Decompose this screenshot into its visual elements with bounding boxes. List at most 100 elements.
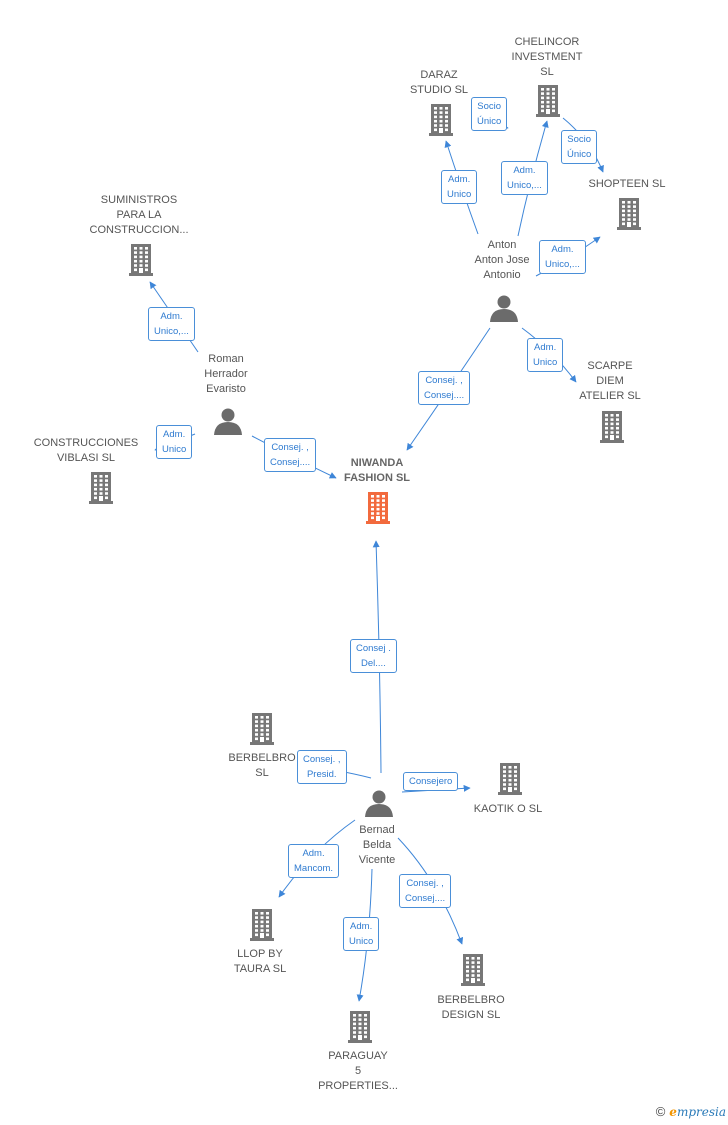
node-label-line: FASHION SL xyxy=(343,472,411,484)
node-label-line: Anton xyxy=(487,239,517,251)
building-icon-paraguay[interactable] xyxy=(348,1011,372,1043)
copyright-symbol: © xyxy=(655,1104,666,1119)
node-label-line: PROPERTIES... xyxy=(318,1080,398,1092)
node-label-construcciones[interactable]: CONSTRUCCIONES VIBLASI SL xyxy=(34,436,139,466)
node-label-line: Antonio xyxy=(483,269,521,281)
edge-label-bernad-to-kaotik[interactable]: Consejero xyxy=(403,772,459,791)
edge-label-line: Socio xyxy=(477,101,502,112)
building-icon-chelincor[interactable] xyxy=(536,85,560,117)
person-icon-roman[interactable] xyxy=(214,408,242,436)
edge-label-roman-to-niwanda[interactable]: Consej. , Consej.... xyxy=(264,438,317,472)
node-label-line: NIWANDA xyxy=(350,457,404,469)
node-label-line: Belda xyxy=(362,839,392,851)
edge-label-line: Consej . xyxy=(356,643,391,654)
building-icon-niwanda[interactable] xyxy=(366,492,390,524)
edge-label-bernad-to-berbelbro_design[interactable]: Consej. , Consej.... xyxy=(399,874,452,908)
building-icon-scarpe[interactable] xyxy=(600,411,624,443)
edge-label-line: Unico,... xyxy=(507,180,542,191)
node-label-niwanda[interactable]: NIWANDA FASHION SL xyxy=(344,456,410,486)
node-label-line: DESIGN SL xyxy=(441,1009,501,1021)
node-label-line: CHELINCOR xyxy=(514,36,580,48)
building-icon-shopteen[interactable] xyxy=(617,198,641,230)
edge-label-line: Consej.... xyxy=(424,390,465,401)
edge-label-line: Consej.... xyxy=(405,893,446,904)
node-label-line: SL xyxy=(255,767,269,779)
node-label-shopteen[interactable]: SHOPTEEN SL xyxy=(588,177,665,192)
building-icon-daraz[interactable] xyxy=(429,104,453,136)
edge-label-anton-to-niwanda[interactable]: Consej. , Consej.... xyxy=(418,371,471,405)
edge-label-bernad-to-paraguay[interactable]: Adm. Unico xyxy=(343,917,380,951)
building-icon-berbelbro[interactable] xyxy=(250,713,274,745)
edge-label-roman-to-suministros[interactable]: Adm. Unico,... xyxy=(148,307,195,341)
building-icon-berbelbro_design[interactable] xyxy=(461,954,485,986)
edge-label-line: Consej. , xyxy=(303,754,341,765)
edge-label-line: Unico,... xyxy=(545,259,580,270)
brand-logo[interactable]: empresia xyxy=(669,1104,726,1119)
edge-label-line: Socio xyxy=(567,134,592,145)
edge-label-roman-to-construcciones[interactable]: Adm.Unico xyxy=(156,425,193,459)
edge-label-anton-to-scarpe[interactable]: Adm.Unico xyxy=(527,338,564,372)
edge-label-line: Unico xyxy=(162,444,187,455)
node-label-line: PARAGUAY xyxy=(328,1050,388,1062)
building-icon-kaotik[interactable] xyxy=(498,763,522,795)
edge-label-line: Adm. xyxy=(160,311,183,322)
node-label-line: SUMINISTROS xyxy=(100,194,178,206)
edge-label-anton-to-chelincor[interactable]: Adm. Unico,... xyxy=(501,161,548,195)
edge-label-line: Consej. , xyxy=(406,878,444,889)
node-label-line: Roman xyxy=(208,353,244,365)
person-icon-bernad[interactable] xyxy=(365,790,393,818)
node-label-line: VIBLASI SL xyxy=(56,452,116,464)
node-label-line: ATELIER SL xyxy=(579,390,641,402)
node-label-line: PARA LA xyxy=(116,209,162,221)
edge-label-line: Adm. xyxy=(534,342,557,353)
node-label-suministros[interactable]: SUMINISTROS PARA LA CONSTRUCCION... xyxy=(90,193,189,238)
node-label-line: SL xyxy=(540,66,554,78)
node-label-line: Bernad xyxy=(359,824,395,836)
node-label-line: Anton Jose xyxy=(474,254,530,266)
node-label-kaotik[interactable]: KAOTIK O SL xyxy=(474,802,542,817)
building-icon-llop[interactable] xyxy=(250,909,274,941)
node-label-line: LLOP BY xyxy=(237,948,283,960)
node-label-line: INVESTMENT xyxy=(511,51,583,63)
node-label-line: KAOTIK O SL xyxy=(473,803,543,815)
edge-label-line: Adm. xyxy=(448,174,471,185)
edge-label-line: Único xyxy=(567,149,592,160)
edge-label-line: Consejero xyxy=(409,776,453,787)
edge-label-anton-to-daraz[interactable]: Adm. Unico xyxy=(441,170,478,204)
edge-label-line: Mancom. xyxy=(294,863,334,874)
node-label-chelincor[interactable]: CHELINCOR INVESTMENT SL xyxy=(512,35,583,80)
edge-label-line: Consej.... xyxy=(270,457,311,468)
edge-label-line: Unico xyxy=(447,189,472,200)
node-label-line: SCARPE xyxy=(587,360,633,372)
edge-label-bernad-to-berbelbro[interactable]: Consej. , Presid. xyxy=(297,750,347,784)
edge-label-bernad-to-llop[interactable]: Adm.Mancom. xyxy=(288,844,340,878)
edge-label-line: Adm. xyxy=(513,165,536,176)
edge-label-line: Unico xyxy=(349,936,374,947)
edge-label-line: Unico,... xyxy=(154,326,189,337)
edge-label-line: Consej. , xyxy=(425,375,463,386)
edge-label-line: Adm. xyxy=(551,244,574,255)
edge-label-line: Consej. , xyxy=(271,442,309,453)
edge-label-anton-to-shopteen[interactable]: Adm. Unico,... xyxy=(539,240,586,274)
node-label-line: STUDIO SL xyxy=(409,84,469,96)
node-label-line: CONSTRUCCION... xyxy=(89,224,189,236)
edge-label-line: Adm. xyxy=(350,921,373,932)
building-icon-suministros[interactable] xyxy=(129,244,153,276)
node-label-line: CONSTRUCCIONES xyxy=(33,437,139,449)
building-icon-construcciones[interactable] xyxy=(89,472,113,504)
edge-label-line: Presid. xyxy=(306,769,337,780)
person-icon-anton[interactable] xyxy=(490,295,518,323)
edge-label-bernad-to-niwanda[interactable]: Consej .Del.... xyxy=(350,639,397,673)
